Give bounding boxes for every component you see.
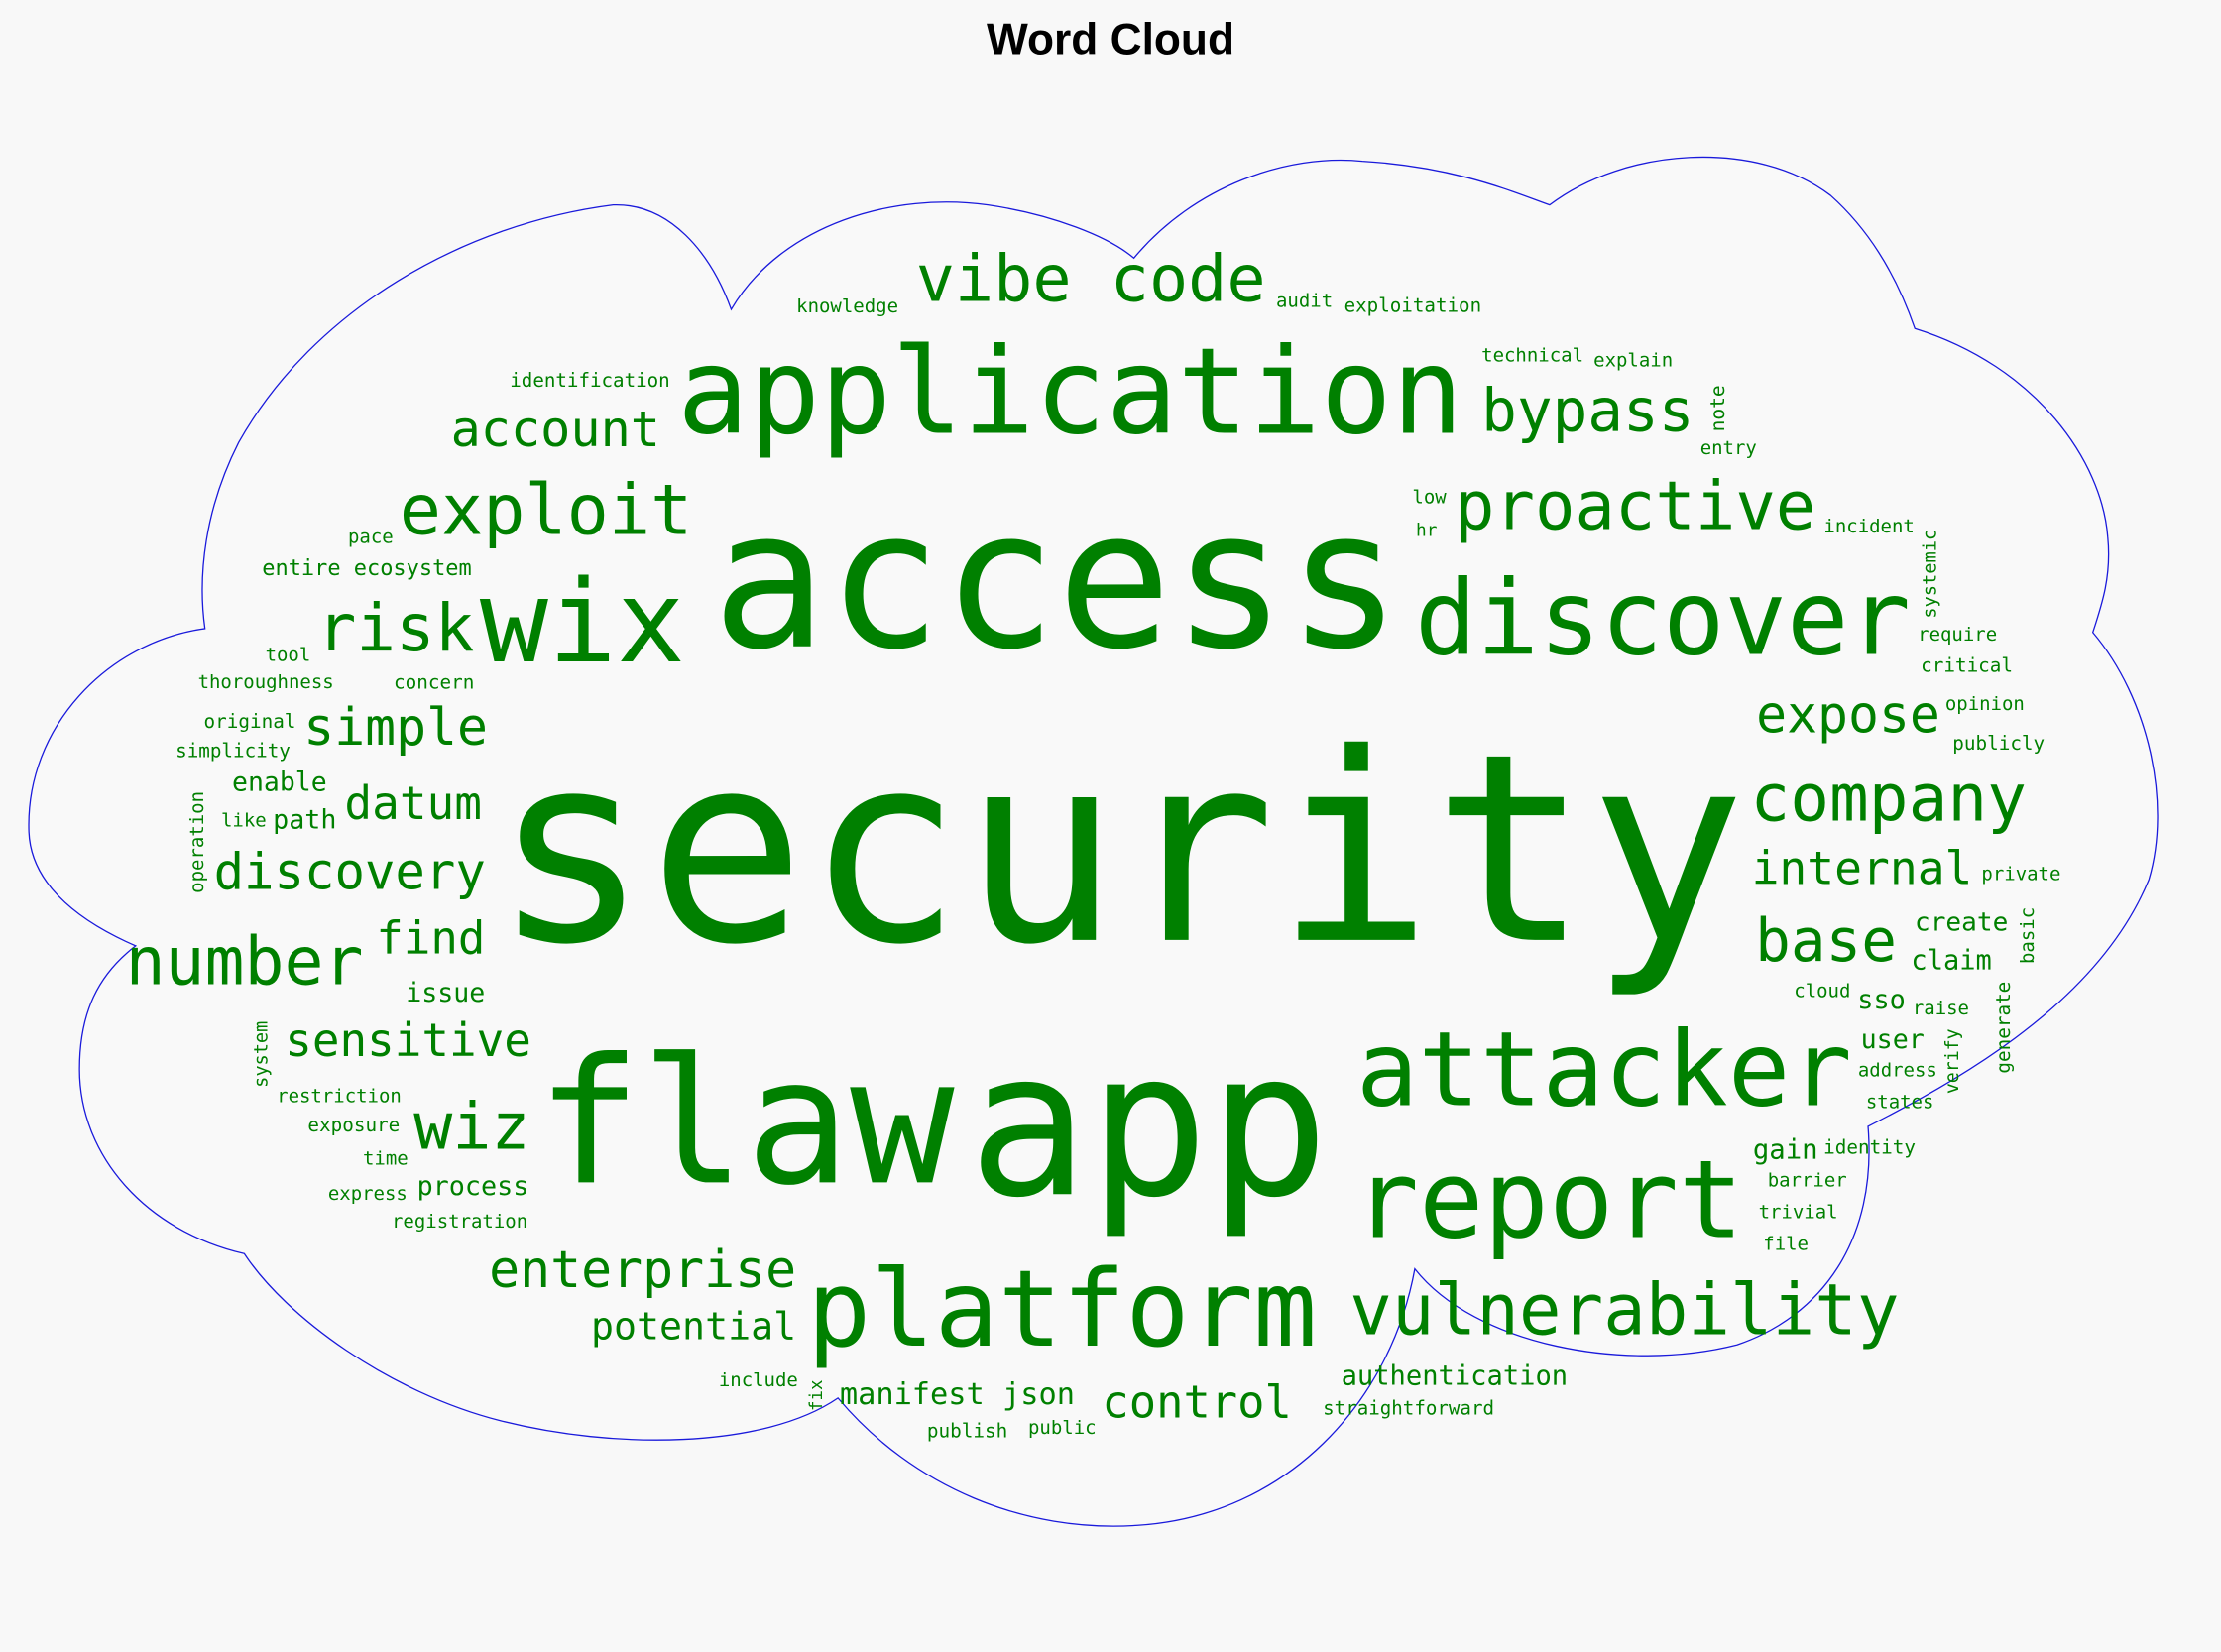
word-bypass: bypass	[1481, 377, 1694, 445]
word-knowledge: knowledge	[796, 295, 898, 317]
word-internal: internal	[1752, 842, 1973, 895]
word-simple: simple	[303, 698, 488, 758]
word-file: file	[1763, 1233, 1809, 1254]
word-entire-ecosystem: entire ecosystem	[262, 556, 471, 581]
word-barrier: barrier	[1768, 1170, 1847, 1192]
word-user: user	[1861, 1024, 1925, 1055]
word-express: express	[328, 1183, 408, 1205]
word-concern: concern	[394, 671, 474, 694]
word-flaw: flaw	[536, 1021, 955, 1224]
word-find: find	[376, 911, 485, 965]
word-cloud: cloud	[1794, 980, 1850, 1002]
word-enable: enable	[232, 767, 327, 797]
word-states: states	[1866, 1091, 1934, 1113]
word-wix: wix	[480, 556, 685, 689]
word-potential: potential	[591, 1304, 796, 1349]
word-verify: verify	[1942, 1028, 1963, 1094]
word-technical: technical	[1481, 344, 1583, 366]
word-risk: risk	[317, 590, 475, 666]
word-time: time	[363, 1148, 409, 1170]
word-authentication: authentication	[1342, 1360, 1569, 1391]
word-access: access	[712, 469, 1402, 692]
word-include: include	[719, 1369, 798, 1391]
word-address: address	[1858, 1059, 1937, 1081]
word-publish: publish	[927, 1419, 1007, 1442]
word-control: control	[1102, 1376, 1291, 1429]
word-company: company	[1750, 760, 2027, 837]
word-systemic: systemic	[1920, 530, 1940, 619]
cloud-outline	[29, 157, 2158, 1526]
word-account: account	[451, 400, 660, 458]
word-low: low	[1412, 487, 1447, 509]
word-claim: claim	[1911, 945, 1991, 976]
word-discovery: discovery	[214, 842, 486, 900]
word-private: private	[1981, 863, 2060, 885]
word-simplicity: simplicity	[175, 739, 291, 762]
word-path: path	[273, 804, 336, 835]
word-application: application	[677, 323, 1463, 462]
word-datum: datum	[344, 776, 482, 830]
word-issue: issue	[406, 978, 485, 1008]
word-publicly: publicly	[1952, 732, 2045, 755]
word-expose: expose	[1756, 686, 1940, 746]
word-generate: generate	[1992, 982, 2015, 1074]
word-restriction: restriction	[277, 1085, 402, 1107]
word-registration: registration	[392, 1211, 527, 1233]
word-original: original	[204, 710, 296, 733]
word-critical: critical	[1921, 653, 2013, 676]
word-exploit: exploit	[400, 469, 693, 550]
word-require: require	[1918, 624, 1997, 646]
word-trivial: trivial	[1759, 1201, 1838, 1223]
word-public: public	[1028, 1417, 1097, 1439]
word-exploitation: exploitation	[1344, 295, 1482, 317]
word-tool: tool	[266, 645, 311, 666]
word-attacker: attacker	[1356, 1009, 1852, 1130]
chart-title: Word Cloud	[987, 15, 1234, 63]
word-explain: explain	[1593, 349, 1673, 371]
word-like: like	[221, 810, 267, 832]
word-gain: gain	[1753, 1134, 1818, 1165]
word-number: number	[126, 922, 364, 1000]
word-incident: incident	[1823, 516, 1914, 537]
word-vibe-code: vibe code	[916, 241, 1266, 316]
word-discover: discover	[1415, 557, 1911, 678]
word-thoroughness: thoroughness	[198, 671, 334, 693]
word-system: system	[252, 1021, 273, 1088]
word-enterprise: enterprise	[489, 1240, 796, 1300]
word-proactive: proactive	[1455, 466, 1815, 544]
word-identification: identification	[510, 369, 669, 392]
word-create: create	[1915, 908, 2008, 938]
word-manifest-json: manifest json	[840, 1377, 1075, 1412]
word-hr: hr	[1416, 520, 1438, 540]
word-audit: audit	[1276, 291, 1333, 312]
word-exposure: exposure	[307, 1114, 400, 1136]
word-vulnerability: vulnerability	[1349, 1268, 1899, 1351]
word-raise: raise	[1913, 998, 1969, 1019]
word-platform: platform	[807, 1248, 1317, 1371]
word-base: base	[1755, 907, 1897, 976]
word-app: app	[968, 1007, 1329, 1241]
word-opinion: opinion	[1945, 693, 2025, 715]
word-entry: entry	[1700, 437, 1757, 459]
word-process: process	[417, 1171, 529, 1202]
word-identity: identity	[1823, 1136, 1916, 1159]
word-report: report	[1354, 1136, 1744, 1262]
word-sensitive: sensitive	[285, 1013, 531, 1067]
word-pace: pace	[348, 526, 394, 547]
word-operation: operation	[186, 791, 208, 893]
word-wiz: wiz	[413, 1091, 529, 1165]
word-sso: sso	[1857, 985, 1906, 1015]
word-security: security	[492, 698, 1745, 1003]
word-note: note	[1706, 385, 1729, 431]
word-straightforward: straightforward	[1323, 1396, 1494, 1419]
word-fix: fix	[807, 1380, 827, 1411]
word-basic: basic	[2017, 907, 2039, 964]
